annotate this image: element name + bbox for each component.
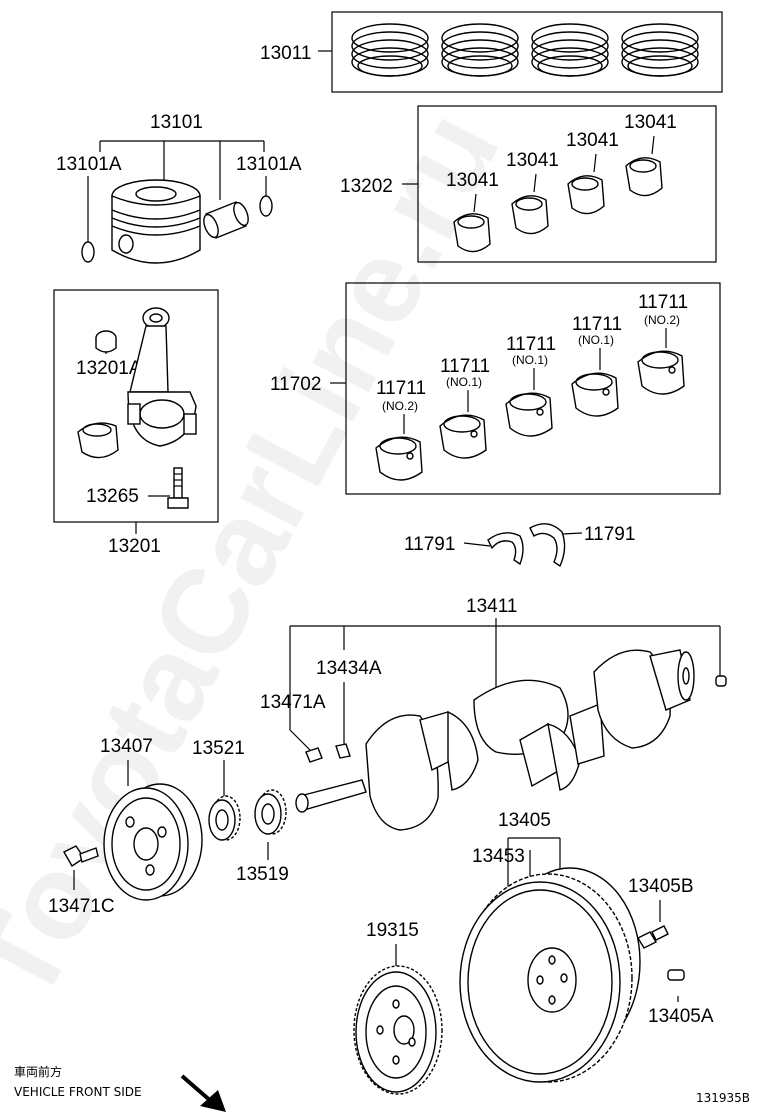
label-13434a[interactable]: 13434A (316, 658, 382, 679)
piston[interactable] (111, 179, 201, 264)
conrod-bearing-1[interactable] (453, 213, 491, 253)
piston-ring-set-box (331, 11, 723, 93)
main-bearing-1[interactable] (375, 436, 423, 481)
conrod-bushing[interactable] (95, 330, 117, 353)
crankshaft-pulley[interactable] (103, 783, 203, 901)
front-side-label-jp: 車両前方 (14, 1064, 62, 1079)
snap-ring-right[interactable] (259, 195, 273, 217)
diagram-id: 131935B (696, 1091, 750, 1105)
flywheel-bolt[interactable] (637, 925, 669, 949)
label-13407[interactable]: 13407 (100, 736, 153, 757)
pulley-bolt-group: 13471C (48, 845, 115, 917)
piston-ring-set-group: 13011 (260, 11, 723, 93)
crankshaft-timing-sprocket[interactable] (208, 795, 241, 841)
label-11711-a[interactable]: 11711 (376, 378, 426, 399)
front-direction-arrow-icon (180, 1074, 226, 1112)
conrod-bearing-4[interactable] (625, 157, 663, 197)
main-bearing-box (345, 282, 721, 495)
piston-ring-3[interactable] (531, 23, 609, 77)
conrod-bearing-2[interactable] (511, 195, 549, 235)
conrod-bearing-3[interactable] (567, 175, 605, 215)
crankshaft-timing-gear[interactable] (254, 789, 287, 835)
label-13041-c[interactable]: 13041 (566, 130, 619, 151)
label-13405[interactable]: 13405 (498, 810, 551, 831)
connecting-rod[interactable] (127, 307, 197, 447)
label-13453[interactable]: 13453 (472, 846, 525, 867)
crankshaft-key-1[interactable] (305, 747, 323, 763)
label-13521[interactable]: 13521 (192, 738, 245, 759)
label-11711-b[interactable]: 11711 (440, 356, 490, 377)
main-bearing-group: 11702 11711 (NO.2) 11711 (NO.1) 11711 (N… (270, 282, 721, 495)
timing-rotor-plate[interactable] (353, 965, 443, 1095)
thrust-washer-right[interactable] (529, 523, 566, 568)
label-13201[interactable]: 13201 (108, 536, 161, 557)
pulley-group: 13407 (100, 736, 203, 901)
main-bearing-5[interactable] (637, 350, 685, 395)
label-13411[interactable]: 13411 (466, 596, 517, 617)
piston-ring-1[interactable] (351, 23, 429, 77)
label-11711-c[interactable]: 11711 (506, 334, 556, 355)
label-13101a-left[interactable]: 13101A (56, 154, 122, 175)
label-13471a[interactable]: 13471A (260, 692, 326, 713)
main-bearing-4[interactable] (571, 372, 619, 417)
label-11711-e[interactable]: 11711 (638, 292, 688, 313)
vehicle-front-indicator: 車両前方 VEHICLE FRONT SIDE (14, 1064, 226, 1112)
conrod-bolt[interactable] (167, 467, 189, 509)
label-11711-a-sub: (NO.2) (382, 399, 418, 413)
timing-rotor-group: 19315 (353, 920, 443, 1095)
crankshaft-group: 13411 13434A 13471A (260, 596, 727, 831)
label-13201a[interactable]: 13201A (76, 358, 142, 379)
label-13405a[interactable]: 13405A (648, 1006, 714, 1027)
conrod-group: 13201 13201A 13265 (53, 289, 219, 557)
label-13519[interactable]: 13519 (236, 864, 289, 885)
thrust-washer-group: 11791 11791 (404, 523, 635, 568)
piston-pin[interactable] (201, 201, 251, 240)
label-11702[interactable]: 11702 (270, 374, 321, 395)
label-13405b[interactable]: 13405B (628, 876, 694, 897)
label-13101a-right[interactable]: 13101A (236, 154, 302, 175)
main-bearing-3[interactable] (505, 392, 553, 437)
flywheel-group: 13405 13453 13405B 13405A (459, 810, 714, 1083)
label-13471c[interactable]: 13471C (48, 896, 115, 917)
label-19315[interactable]: 19315 (366, 920, 419, 941)
conrod-bearing-loose[interactable] (77, 422, 119, 459)
timing-gear-group: 13521 13519 (192, 738, 289, 885)
front-side-label-en: VEHICLE FRONT SIDE (14, 1085, 142, 1099)
flywheel[interactable] (459, 867, 641, 1083)
crankshaft[interactable] (295, 649, 695, 831)
snap-ring-left[interactable] (81, 241, 95, 263)
pulley-bolt[interactable] (63, 845, 99, 867)
label-13041-b[interactable]: 13041 (506, 150, 559, 171)
piston-ring-2[interactable] (441, 23, 519, 77)
flywheel-pin[interactable] (667, 969, 685, 981)
label-13101[interactable]: 13101 (150, 112, 203, 133)
label-11711-e-sub: (NO.2) (644, 313, 680, 327)
label-11791-right[interactable]: 11791 (584, 524, 635, 545)
conrod-bearing-group: 13202 13041 13041 13041 13041 (340, 105, 717, 263)
label-11711-c-sub: (NO.1) (512, 353, 548, 367)
piston-group: 13101 13101A 13101A (56, 112, 302, 264)
crankshaft-pin[interactable] (715, 675, 727, 687)
label-13011[interactable]: 13011 (260, 43, 311, 64)
label-11711-d-sub: (NO.1) (578, 333, 614, 347)
label-11711-b-sub: (NO.1) (446, 375, 482, 389)
label-11791-left[interactable]: 11791 (404, 534, 455, 555)
label-13041-a[interactable]: 13041 (446, 170, 499, 191)
label-13265[interactable]: 13265 (86, 486, 139, 507)
thrust-washer-left[interactable] (487, 532, 524, 566)
label-13041-d[interactable]: 13041 (624, 112, 677, 133)
label-11711-d[interactable]: 11711 (572, 314, 622, 335)
crankshaft-key-2[interactable] (335, 743, 351, 759)
piston-ring-4[interactable] (621, 23, 699, 77)
main-bearing-2[interactable] (439, 414, 487, 459)
label-13202[interactable]: 13202 (340, 176, 393, 197)
